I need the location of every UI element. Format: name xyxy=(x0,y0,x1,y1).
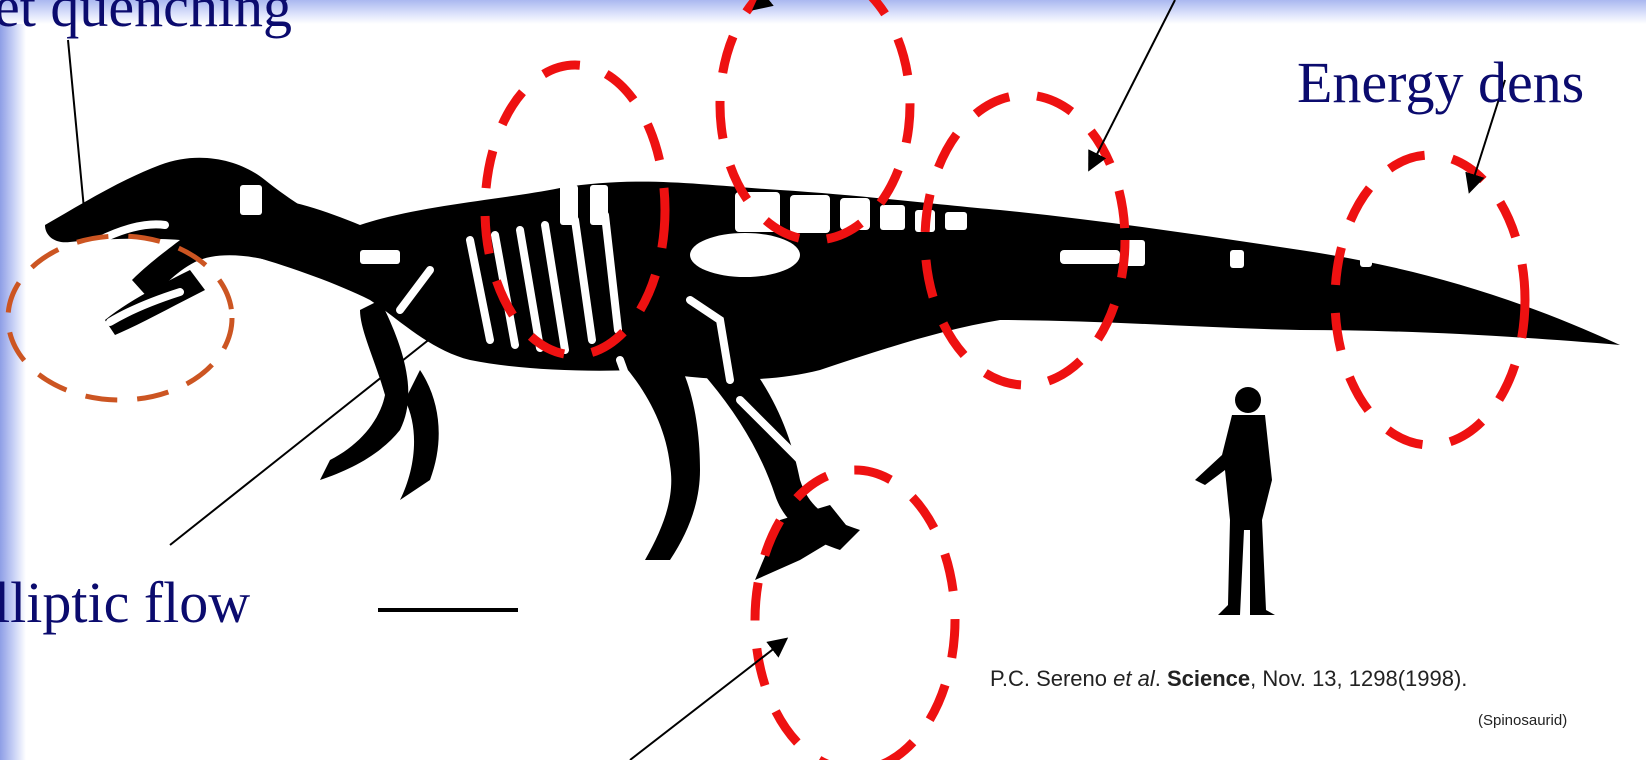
arrows xyxy=(68,0,1505,760)
elliptic-flow-label: lliptic flow xyxy=(0,574,250,632)
jet-quenching-label: et quenching xyxy=(0,0,292,36)
dinosaur-skeleton-silhouette xyxy=(45,158,1620,580)
citation: P.C. Sereno et al. Science, Nov. 13, 129… xyxy=(990,666,1467,692)
citation-et-al: et al xyxy=(1113,666,1155,691)
citation-journal: Science xyxy=(1167,666,1250,691)
citation-details: , Nov. 13, 1298(1998). xyxy=(1250,666,1467,691)
citation-authors: P.C. Sereno xyxy=(990,666,1113,691)
citation-sep: . xyxy=(1155,666,1167,691)
energy-density-label: Energy dens xyxy=(1297,54,1584,112)
specimen-label: (Spinosaurid) xyxy=(1478,712,1567,729)
human-silhouette xyxy=(1195,387,1275,615)
